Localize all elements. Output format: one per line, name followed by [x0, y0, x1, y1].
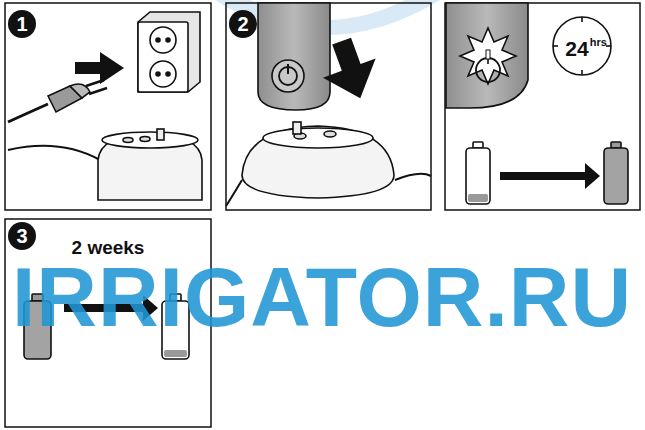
push-arrow [313, 32, 386, 108]
callout-number: 3 [16, 226, 27, 246]
clock-hours: 24 [565, 38, 588, 59]
duration-label: 2 weeks [72, 238, 145, 257]
callout-circles [8, 10, 257, 250]
charger-2 [242, 122, 431, 198]
handle-2 [258, 3, 330, 110]
watermark: IRRIGATOR.RU [12, 255, 632, 339]
charge-arrow [500, 163, 600, 189]
clock-unit: hrs [590, 37, 607, 48]
insert-arrow [75, 52, 124, 84]
battery-empty-3 [466, 142, 490, 204]
cord-2 [226, 180, 242, 206]
callout-number: 1 [16, 14, 27, 34]
plug [8, 80, 107, 122]
callout-number: 2 [237, 14, 248, 34]
panel-frames [5, 3, 640, 427]
battery-full-3 [604, 142, 628, 204]
handle-3 [446, 3, 528, 108]
charger-1 [8, 129, 202, 200]
wall-socket [138, 12, 200, 92]
clock [553, 17, 611, 75]
